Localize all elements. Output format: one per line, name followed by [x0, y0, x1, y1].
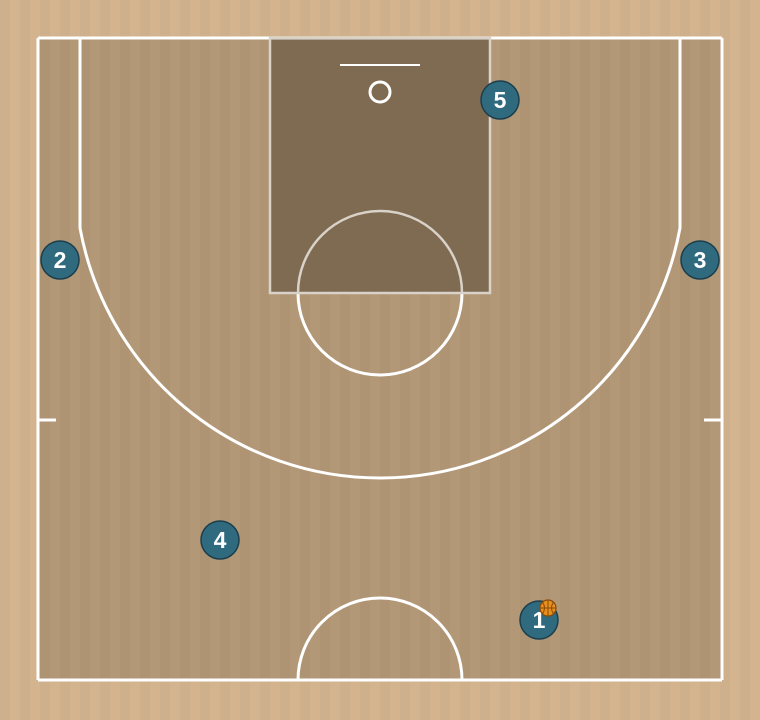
player-4[interactable]: 4 [200, 520, 240, 560]
player-5-disc [480, 80, 520, 120]
center-circle [296, 596, 464, 681]
player-5[interactable]: 5 [480, 80, 520, 120]
player-3[interactable]: 3 [680, 240, 720, 280]
player-3-number: 3 [694, 247, 707, 273]
player-4-number: 4 [214, 527, 227, 553]
player-4-disc [200, 520, 240, 560]
three-point-line [78, 38, 682, 480]
player-5-number: 5 [494, 87, 507, 113]
rim [368, 80, 392, 104]
lane-lines [268, 36, 492, 295]
basketball-icon[interactable] [539, 599, 557, 617]
player-3-disc [680, 240, 720, 280]
paint-area [270, 38, 490, 293]
free-throw-circle-inner [296, 209, 464, 294]
free-throw-circle-outer [296, 292, 464, 377]
player-2-disc [40, 240, 80, 280]
player-2[interactable]: 2 [40, 240, 80, 280]
player-2-number: 2 [54, 247, 67, 273]
